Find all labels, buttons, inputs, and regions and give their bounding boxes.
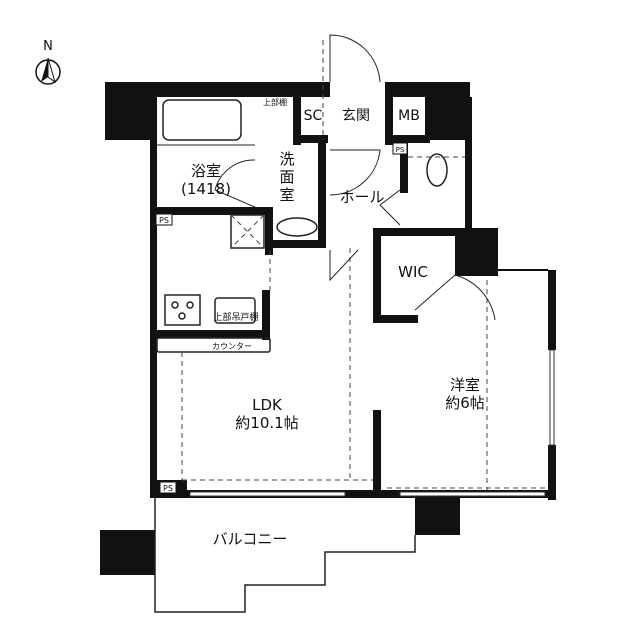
bathroom-size: (1418)	[181, 180, 231, 198]
window	[549, 349, 555, 446]
wic-door[interactable]	[414, 274, 496, 321]
bathtub	[162, 99, 242, 141]
western-room-size: 約6帖	[445, 394, 485, 412]
washroom-label-1: 洗	[279, 150, 294, 168]
walls	[100, 82, 556, 575]
ldk-door[interactable]	[329, 249, 359, 282]
bathroom-door[interactable]	[214, 159, 256, 208]
balcony-label: バルコニー	[213, 530, 288, 548]
window	[399, 491, 546, 497]
ps-label: PS	[163, 484, 173, 493]
washer-space	[230, 214, 265, 249]
toilet	[426, 153, 448, 187]
window	[189, 491, 346, 497]
western-room-label: 洋室	[450, 376, 480, 394]
ldk-label: LDK	[252, 396, 283, 414]
washroom-label-2: 面	[279, 168, 294, 186]
kitchen-cabinet-label: 上部吊戸棚	[213, 311, 258, 323]
meter-box-label: MB	[398, 108, 420, 124]
north-arrow-icon: N	[35, 39, 61, 85]
wash-basin	[276, 217, 318, 237]
washroom-label-3: 室	[279, 186, 294, 204]
balcony-outline	[154, 498, 416, 613]
compass-label: N	[43, 39, 53, 54]
counter-label: カウンター	[212, 342, 252, 351]
hall-label: ホール	[339, 188, 384, 206]
ldk-size: 約10.1帖	[235, 414, 298, 432]
entrance-label: 玄関	[342, 107, 370, 124]
hall-door[interactable]	[329, 149, 381, 196]
ps-label: PS	[159, 216, 169, 225]
toilet-door[interactable]	[379, 189, 401, 226]
counter	[156, 337, 271, 353]
entrance-door[interactable]	[329, 34, 381, 83]
shoe-closet-label: SC	[304, 108, 323, 124]
wic-label: WIC	[398, 263, 428, 281]
bathroom-label: 浴室	[191, 162, 221, 180]
stove	[164, 294, 201, 326]
upper-shelf-label: 上部棚	[263, 97, 287, 107]
kitchen-sink	[214, 297, 256, 324]
ps-label: PS	[396, 146, 405, 154]
